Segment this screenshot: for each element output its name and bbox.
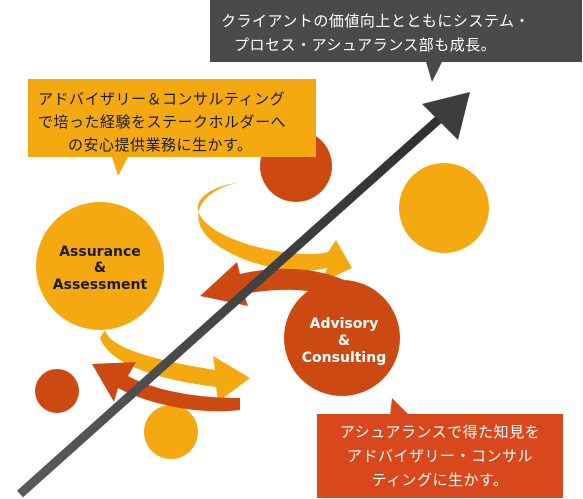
callout-left-line-3: の安心提供業務に生かす。	[68, 136, 253, 154]
assurance-label-line-1: Assurance	[59, 244, 141, 260]
callout-left-box	[28, 79, 316, 157]
callout-left-line-1: アドバイザリー＆コンサルティング	[38, 90, 285, 108]
assurance-node-label: Assurance & Assessment	[53, 244, 148, 293]
callout-bottom-box	[317, 414, 563, 498]
callout-top-box	[210, 0, 582, 62]
assurance-label-line-2: &	[94, 260, 106, 276]
callout-left-pointer	[112, 157, 128, 176]
advisory-label-line-1: Advisory	[310, 316, 379, 332]
callout-bottom-line-3: ティングに生かす。	[371, 471, 508, 489]
callout-left-line-2: で培った経験をステークホルダーへ	[38, 113, 286, 131]
callout-left: アドバイザリー＆コンサルティング で培った経験をステークホルダーへ の安心提供業…	[28, 79, 316, 176]
advisory-label-line-2: &	[338, 333, 350, 349]
decorative-circle-orange-right	[399, 163, 489, 253]
decorative-circle-red-left	[35, 369, 79, 413]
callout-top: クライアントの価値向上とともにシステム・ プロセス・アシュアランス部も成長。	[210, 0, 582, 82]
swirl-arrow-orange-upper	[197, 182, 352, 282]
callout-bottom: アシュアランスで得た知見を アドバイザリー・コンサル ティングに生かす。	[317, 398, 563, 498]
advisory-node-label: Advisory & Consulting	[302, 316, 386, 366]
swirl-arrow-orange-lower	[100, 330, 250, 402]
callout-top-line-1: クライアントの価値向上とともにシステム・	[221, 12, 530, 30]
advisory-label-line-3: Consulting	[302, 350, 386, 366]
decorative-circle-orange-bottom	[144, 405, 198, 459]
callout-bottom-pointer	[390, 398, 410, 416]
growth-arrow-head	[422, 92, 470, 140]
callout-top-pointer	[426, 62, 442, 82]
advisory-node-circle	[284, 280, 400, 396]
growth-arrow-shaft	[16, 108, 451, 498]
assurance-label-line-3: Assessment	[53, 277, 148, 293]
callout-top-line-2: プロセス・アシュアランス部も成長。	[234, 36, 496, 54]
callout-bottom-line-2: アドバイザリー・コンサル	[347, 447, 533, 465]
callout-bottom-line-1: アシュアランスで得た知見を	[340, 423, 540, 441]
assurance-node-circle	[36, 202, 164, 330]
swirl-arrow-red-lower	[92, 362, 240, 412]
